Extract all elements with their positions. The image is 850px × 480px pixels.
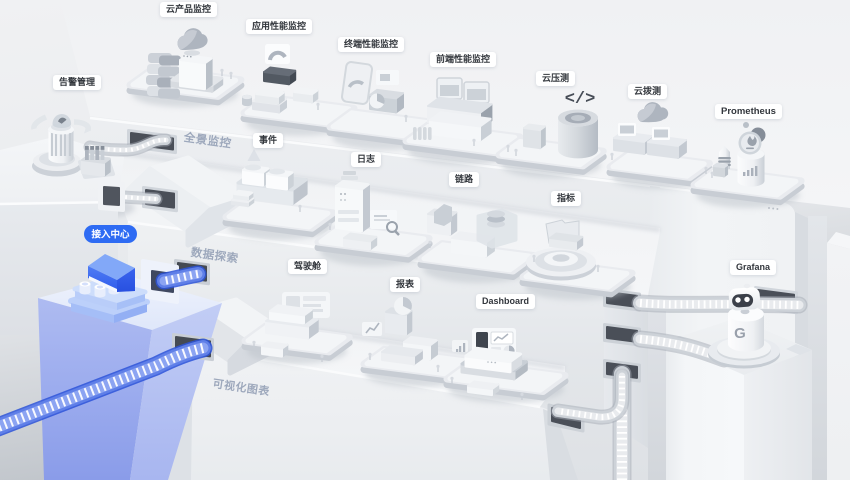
svg-text:</>: </> bbox=[565, 90, 596, 109]
svg-text:G: G bbox=[734, 325, 746, 342]
svg-text:接入中心: 接入中心 bbox=[91, 229, 130, 241]
